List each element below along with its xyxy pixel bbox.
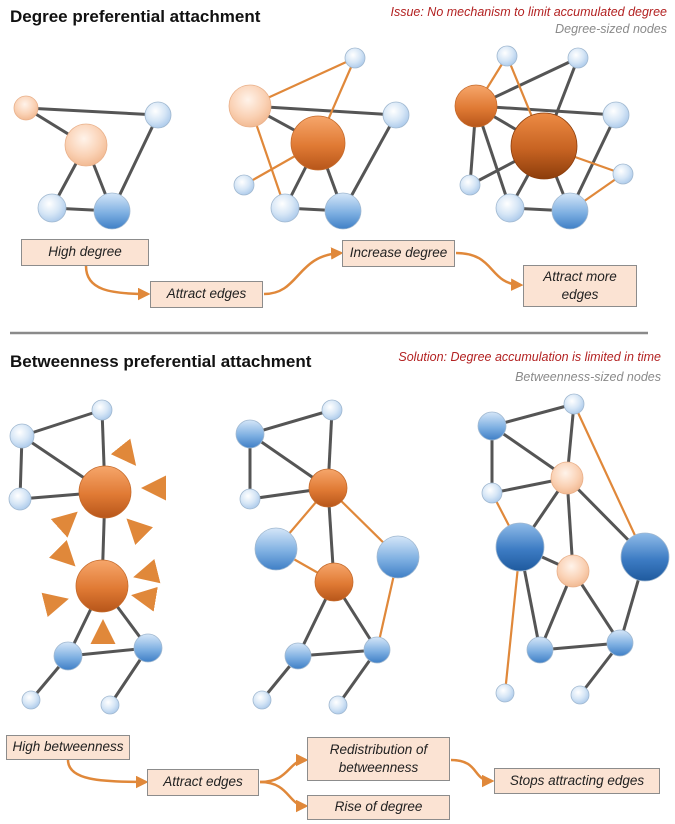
graph-degree-1-nodes: [13, 95, 172, 230]
node: [550, 461, 584, 495]
graph-degree-2-nodes: [228, 47, 410, 230]
node: [495, 683, 515, 703]
node: [606, 629, 634, 657]
node: [495, 522, 545, 572]
flow-betweenness-arrows: [66, 753, 495, 813]
node: [254, 527, 298, 571]
section-title-degree: Degree preferential attachment: [10, 7, 261, 26]
node: [13, 95, 39, 121]
node: [376, 535, 420, 579]
node: [344, 47, 366, 69]
node: [308, 468, 348, 508]
flow-box-rise-of-degree: Rise of degree: [307, 795, 450, 820]
node: [53, 641, 83, 671]
node: [382, 101, 410, 129]
section-title-betweenness: Betweenness preferential attachment: [10, 352, 312, 371]
flow-box-increase-degree: Increase degree: [342, 240, 455, 267]
node: [510, 112, 578, 180]
flow-box-redistribution: Redistribution of betweenness: [307, 737, 450, 781]
node: [270, 193, 300, 223]
flow-box-stops-attracting: Stops attracting edges: [494, 768, 660, 794]
node: [556, 554, 590, 588]
node: [100, 695, 120, 715]
node: [8, 487, 32, 511]
node: [459, 174, 481, 196]
issue-note: Issue: No mechanism to limit accumulated…: [390, 5, 667, 19]
graph-betweenness-1-nodes: [8, 399, 163, 715]
node: [563, 393, 585, 415]
graph-degree-3-nodes: [454, 45, 634, 230]
node: [239, 488, 261, 510]
node: [93, 192, 131, 230]
sizing-note-betweenness: Betweenness-sized nodes: [515, 370, 661, 384]
graph-betweenness-3-nodes: [477, 393, 670, 705]
graph-betweenness-2-nodes: [235, 399, 420, 715]
node: [235, 419, 265, 449]
flow-box-high-degree: High degree: [21, 239, 149, 266]
solution-note: Solution: Degree accumulation is limited…: [398, 350, 661, 364]
node: [363, 636, 391, 664]
node: [228, 84, 272, 128]
node: [37, 193, 67, 223]
node: [481, 482, 503, 504]
node: [64, 123, 108, 167]
node: [620, 532, 670, 582]
node: [328, 695, 348, 715]
node: [233, 174, 255, 196]
sizing-note-degree: Degree-sized nodes: [555, 22, 667, 36]
node: [551, 192, 589, 230]
node: [496, 45, 518, 67]
node: [495, 193, 525, 223]
node: [252, 690, 272, 710]
flow-box-attract-edges-top: Attract edges: [150, 281, 263, 308]
node: [567, 47, 589, 69]
node: [91, 399, 113, 421]
node: [133, 633, 163, 663]
flow-box-attract-edges-bottom: Attract edges: [147, 769, 259, 796]
flow-degree-arrows: [84, 247, 524, 301]
node: [314, 562, 354, 602]
node: [75, 559, 129, 613]
node: [78, 465, 132, 519]
node: [454, 84, 498, 128]
node: [144, 101, 172, 129]
flow-box-high-betweenness: High betweenness: [6, 735, 130, 760]
node: [526, 636, 554, 664]
flow-box-attract-more-edges: Attract more edges: [523, 265, 637, 307]
node: [612, 163, 634, 185]
node: [570, 685, 590, 705]
node: [477, 411, 507, 441]
node: [324, 192, 362, 230]
node: [21, 690, 41, 710]
attraction-arrows: [41, 438, 166, 644]
node: [9, 423, 35, 449]
node: [290, 115, 346, 171]
node: [284, 642, 312, 670]
node: [602, 101, 630, 129]
node: [321, 399, 343, 421]
